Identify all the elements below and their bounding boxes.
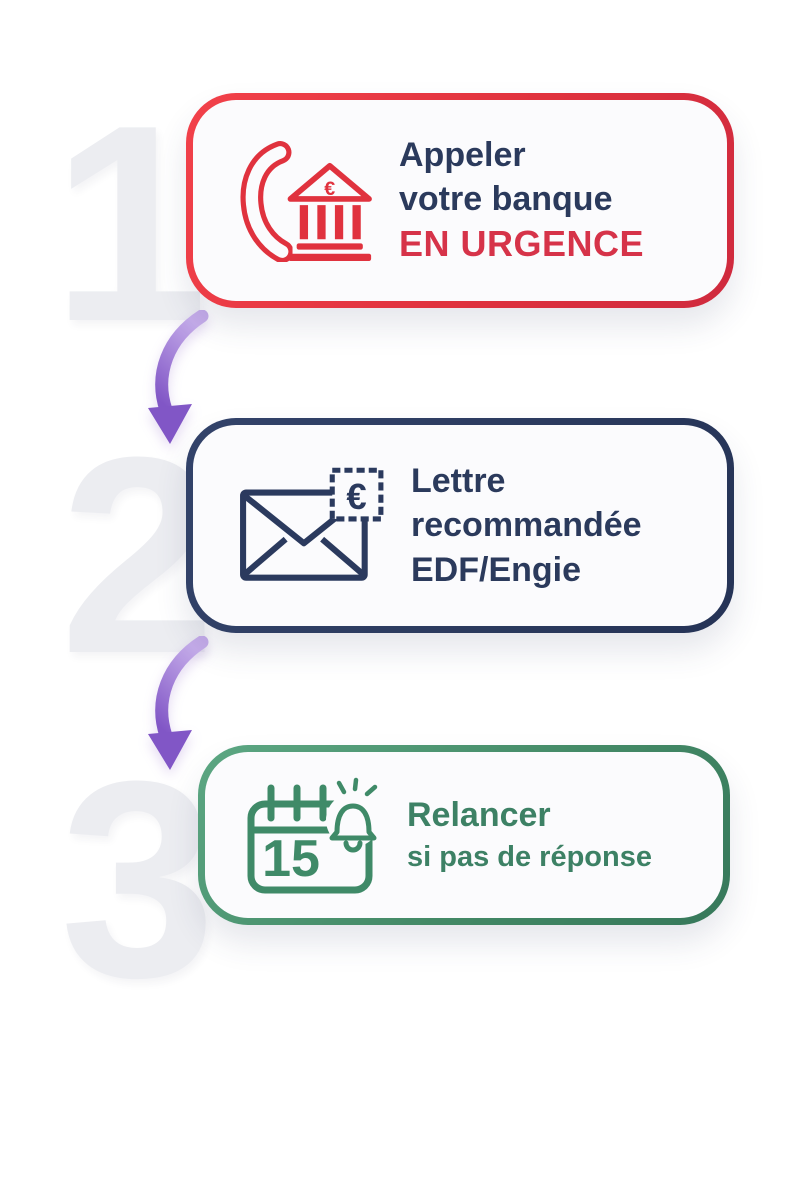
step-1-line-2: votre banque [399,180,613,219]
flow-arrow-down-1 [148,310,209,444]
step-2-line-1: Lettre [411,462,506,501]
step-card-1: € Appeler votre banque EN URGENCE [186,93,734,308]
step-card-2: € Lettre recommandée EDF/Engie [186,418,734,633]
step-1-text: Appeler votre banque EN URGENCE [399,133,644,268]
step-2-text: Lettre recommandée EDF/Engie [411,459,642,592]
registered-letter-stamp-icon: € [237,466,389,586]
phone-bank-icon: € [237,140,377,262]
calendar-reminder-bell-icon: 15 [245,775,385,895]
step-card-1-inner: € Appeler votre banque EN URGENCE [193,100,727,301]
phone-handset-icon [240,140,294,262]
step-2-line-2: recommandée [411,506,642,545]
step-3-line-2: si pas de réponse [407,841,652,874]
calendar-day-number: 15 [262,830,320,888]
bank-building-icon: € [287,162,372,261]
step-card-2-inner: € Lettre recommandée EDF/Engie [193,425,727,626]
bank-euro-symbol: € [324,177,335,199]
step-1-line-3: EN URGENCE [399,223,645,265]
bell-icon [326,777,380,853]
stamp-euro-symbol: € [346,475,366,516]
calendar-icon: 15 [247,784,373,894]
step-2-line-3: EDF/Engie [411,550,582,589]
flow-arrow-down-2 [148,636,209,770]
step-1-line-1: Appeler [399,135,526,174]
step-number-background-1: 1 [52,68,208,380]
step-3-text: Relancer si pas de réponse [407,793,652,876]
step-3-line-1: Relancer [407,796,551,835]
step-card-3-inner: 15 Relancer si pas de réponse [205,752,723,918]
step-card-3: 15 Relancer si pas de réponse [198,745,730,925]
step-number-background-3: 3 [60,724,216,1036]
postage-stamp-icon: € [329,467,384,521]
